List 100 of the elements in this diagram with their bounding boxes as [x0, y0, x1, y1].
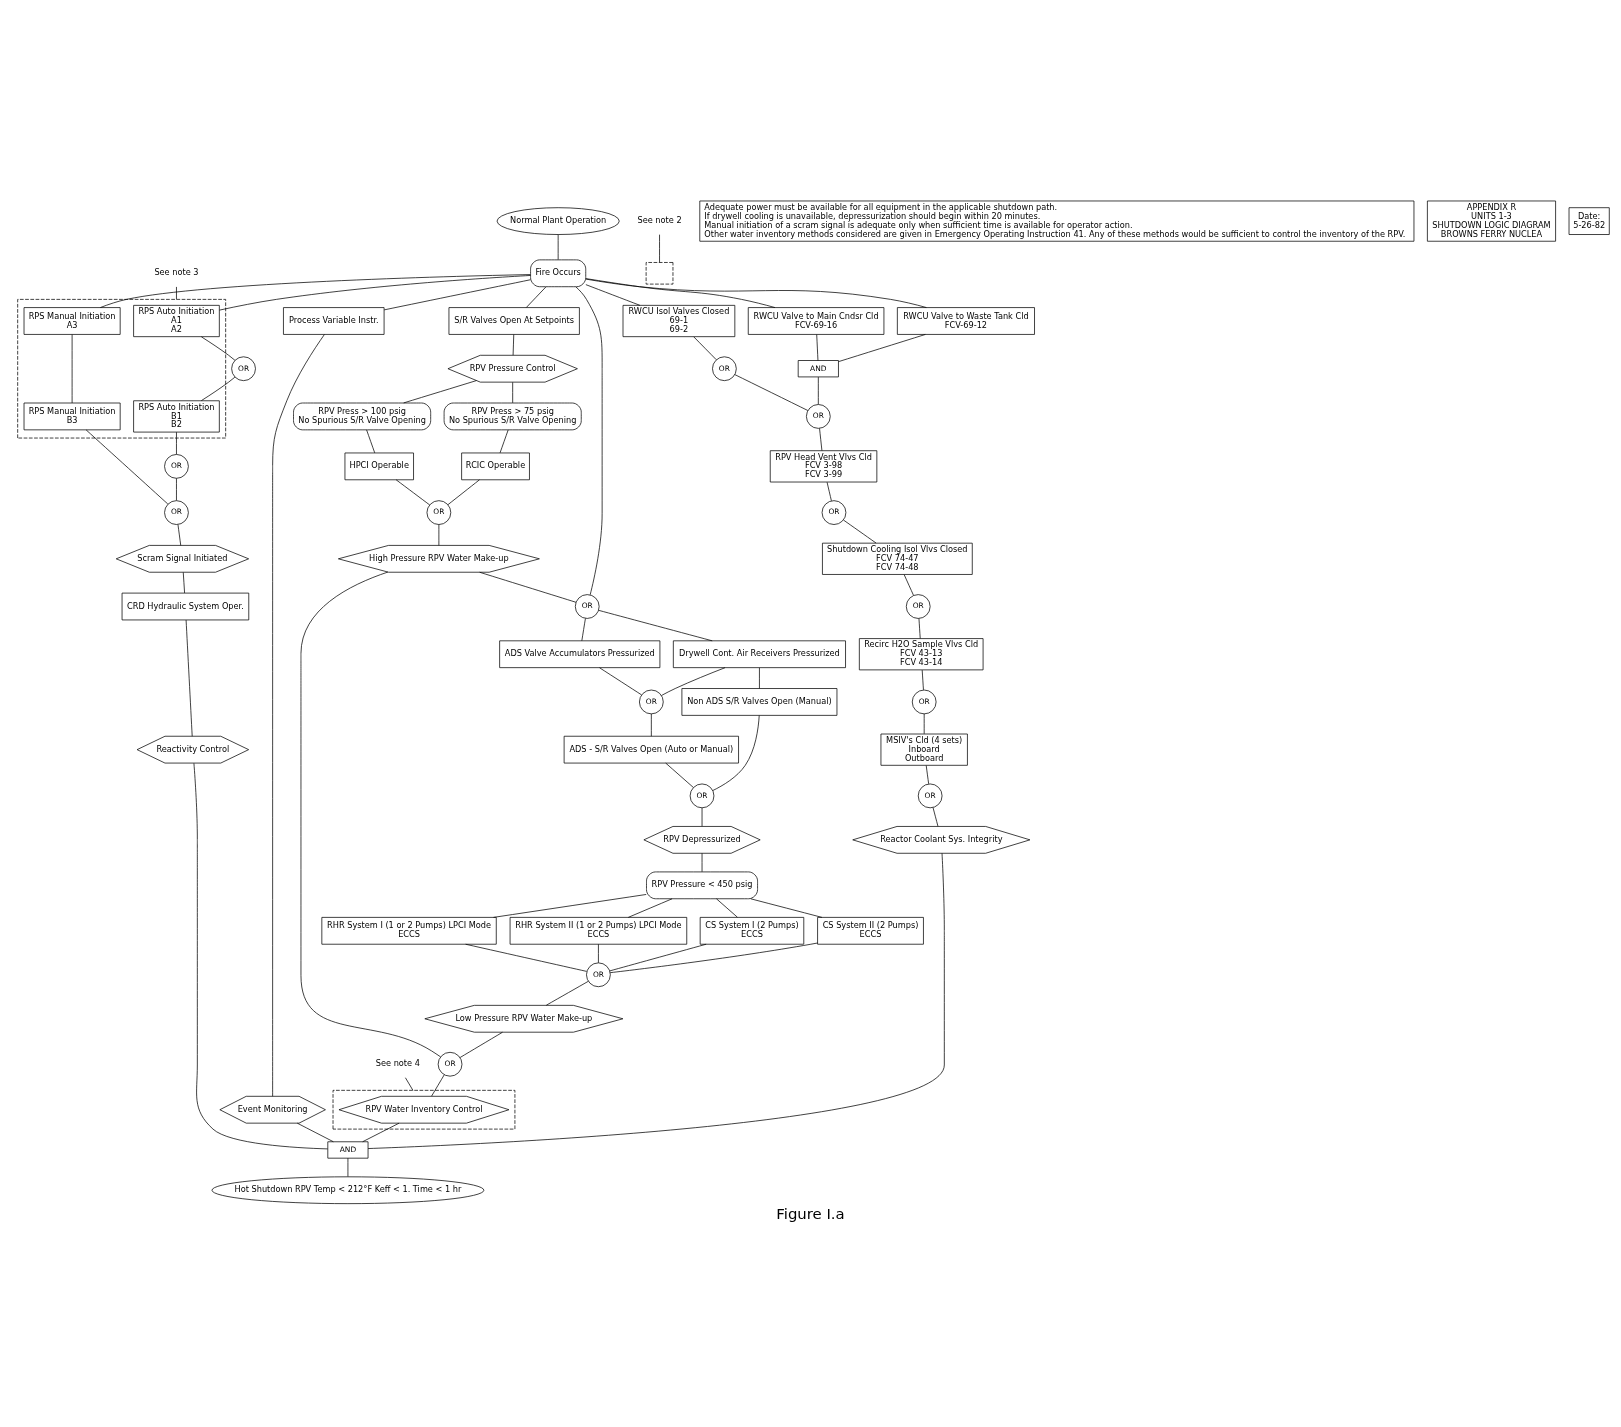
node-box: RPS Auto Initiation A1 A2 — [133, 304, 220, 338]
connector — [598, 943, 599, 964]
node-ellipse: Normal Plant Operation — [496, 207, 620, 235]
node-text: See note 2 — [637, 215, 682, 226]
connector — [367, 852, 945, 1149]
connector — [512, 334, 515, 356]
connector — [661, 667, 726, 696]
connector — [438, 524, 440, 546]
node-box: Adequate power must be available for all equipment in the applicable shutdown path. If drywell cooling is unavailable, depressurization should begin within 20 minutes. Manual initiation of a scram signal is adequate only when sufficient time is available for operator action. Other water inventory methods considered are given in Emergency Operating Instruction 41. Any of these methods would be sufficient to control the inventory of the RPV. — [699, 200, 1415, 242]
connector — [903, 574, 914, 596]
node-box: S/R Valves Open At Setpoints — [448, 307, 580, 335]
connector — [479, 571, 577, 603]
node-box: APPENDIX R UNITS 1-3 SHUTDOWN LOGIC DIAGRAM BROWNS FERRY NUCLEA — [1427, 200, 1556, 242]
connector — [177, 524, 182, 546]
cluster — [17, 299, 227, 439]
node-box: CS System I (2 Pumps) ECCS — [699, 917, 805, 945]
node-box: Process Variable Instr. — [283, 307, 385, 335]
node-circle: OR — [164, 454, 189, 479]
node-box: RWCU Valve to Waste Tank Cld FCV-69-12 — [896, 307, 1035, 335]
node-circle: OR — [689, 783, 715, 809]
node-box: Recirc H2O Sample Vlvs Cld FCV 43-13 FCV 43-14 — [858, 638, 984, 671]
connector — [843, 519, 877, 544]
connector — [447, 479, 480, 506]
connector — [665, 762, 694, 788]
node-box — [645, 262, 674, 285]
connector — [585, 278, 927, 308]
node-box: RPV Press > 75 psig No Spurious S/R Valve Opening — [443, 402, 582, 431]
connector — [545, 980, 589, 1006]
node-circle: OR — [437, 1051, 463, 1077]
connector — [182, 572, 185, 594]
connector — [395, 479, 431, 506]
connector — [85, 429, 169, 505]
connector — [575, 286, 603, 596]
connector — [819, 428, 823, 451]
node-circle: OR — [426, 500, 452, 525]
node-box: RWCU Valve to Main Cndsr Cld FCV-69-16 — [747, 307, 885, 335]
node-circle: OR — [821, 500, 847, 525]
node-circle: OR — [574, 594, 600, 619]
connector — [185, 619, 193, 737]
connector — [701, 852, 703, 873]
node-box: ADS - S/R Valves Open (Auto or Manual) — [563, 735, 739, 764]
node-box: RPS Manual Initiation A3 — [23, 307, 121, 335]
connector — [716, 898, 738, 918]
connector — [838, 334, 926, 362]
node-box: ADS Valve Accumulators Pressurized — [499, 640, 661, 669]
connector — [219, 275, 531, 311]
node-box: Fire Occurs — [530, 259, 587, 288]
connector — [693, 336, 717, 361]
node-box: AND — [327, 1141, 369, 1159]
connector — [71, 334, 73, 404]
connector — [701, 807, 703, 827]
caption: Figure I.a — [776, 1204, 845, 1223]
node-box: RPS Auto Initiation B1 B2 — [133, 400, 220, 433]
connector — [459, 1031, 503, 1058]
connector — [599, 667, 642, 696]
connector — [200, 376, 236, 401]
connector — [405, 1077, 414, 1091]
connector — [272, 334, 325, 1097]
node-box: CS System II (2 Pumps) ECCS — [817, 917, 924, 945]
node-circle: OR — [806, 404, 831, 429]
node-box: RWCU Isol Valves Closed 69-1 69-2 — [622, 304, 736, 338]
connector — [585, 278, 776, 308]
connector — [627, 898, 673, 918]
node-ellipse: Hot Shutdown RPV Temp < 212°F Keff < 1. Time < 1 hr — [211, 1176, 485, 1205]
node-box: RHR System I (1 or 2 Pumps) LPCI Mode ECCS — [321, 917, 497, 945]
connector — [383, 279, 531, 311]
connector — [932, 807, 939, 827]
node-circle: OR — [639, 689, 664, 715]
node-box: Non ADS S/R Valves Open (Manual) — [681, 688, 838, 716]
node-text: See note 3 — [154, 267, 199, 278]
connector — [650, 713, 652, 737]
connector — [193, 762, 328, 1150]
node-circle: OR — [231, 356, 256, 381]
connector — [826, 481, 832, 502]
cluster — [332, 1089, 516, 1130]
node-circle: OR — [911, 689, 937, 715]
connector — [526, 286, 547, 308]
connector — [362, 1122, 400, 1143]
node-box: RHR System II (1 or 2 Pumps) LPCI Mode ECCS — [509, 917, 688, 945]
connector — [921, 669, 924, 691]
connector — [176, 286, 177, 300]
node-box: RPV Pressure < 450 psig — [646, 871, 758, 900]
node-box: MSIV's Cld (4 sets) Inboard Outboard — [880, 733, 968, 766]
connector — [925, 765, 929, 785]
node-box: RPV Press > 100 psig No Spurious S/R Valve Opening — [293, 402, 432, 431]
node-box: RPS Manual Initiation B3 — [23, 402, 121, 431]
node-box: Date: 5-26-82 — [1568, 207, 1610, 235]
node-circle: OR — [712, 356, 737, 381]
connector — [431, 1074, 445, 1097]
node-box: Drywell Cont. Air Receivers Pressurized — [672, 640, 846, 669]
connector — [300, 571, 441, 1058]
node-circle: OR — [917, 783, 943, 809]
node-circle: OR — [586, 962, 611, 988]
connector — [609, 942, 818, 974]
connector — [347, 1157, 349, 1177]
connector — [100, 274, 531, 308]
connector — [923, 713, 925, 735]
node-box: CRD Hydraulic System Oper. — [121, 592, 250, 621]
connector — [200, 336, 236, 361]
connector — [918, 618, 921, 639]
